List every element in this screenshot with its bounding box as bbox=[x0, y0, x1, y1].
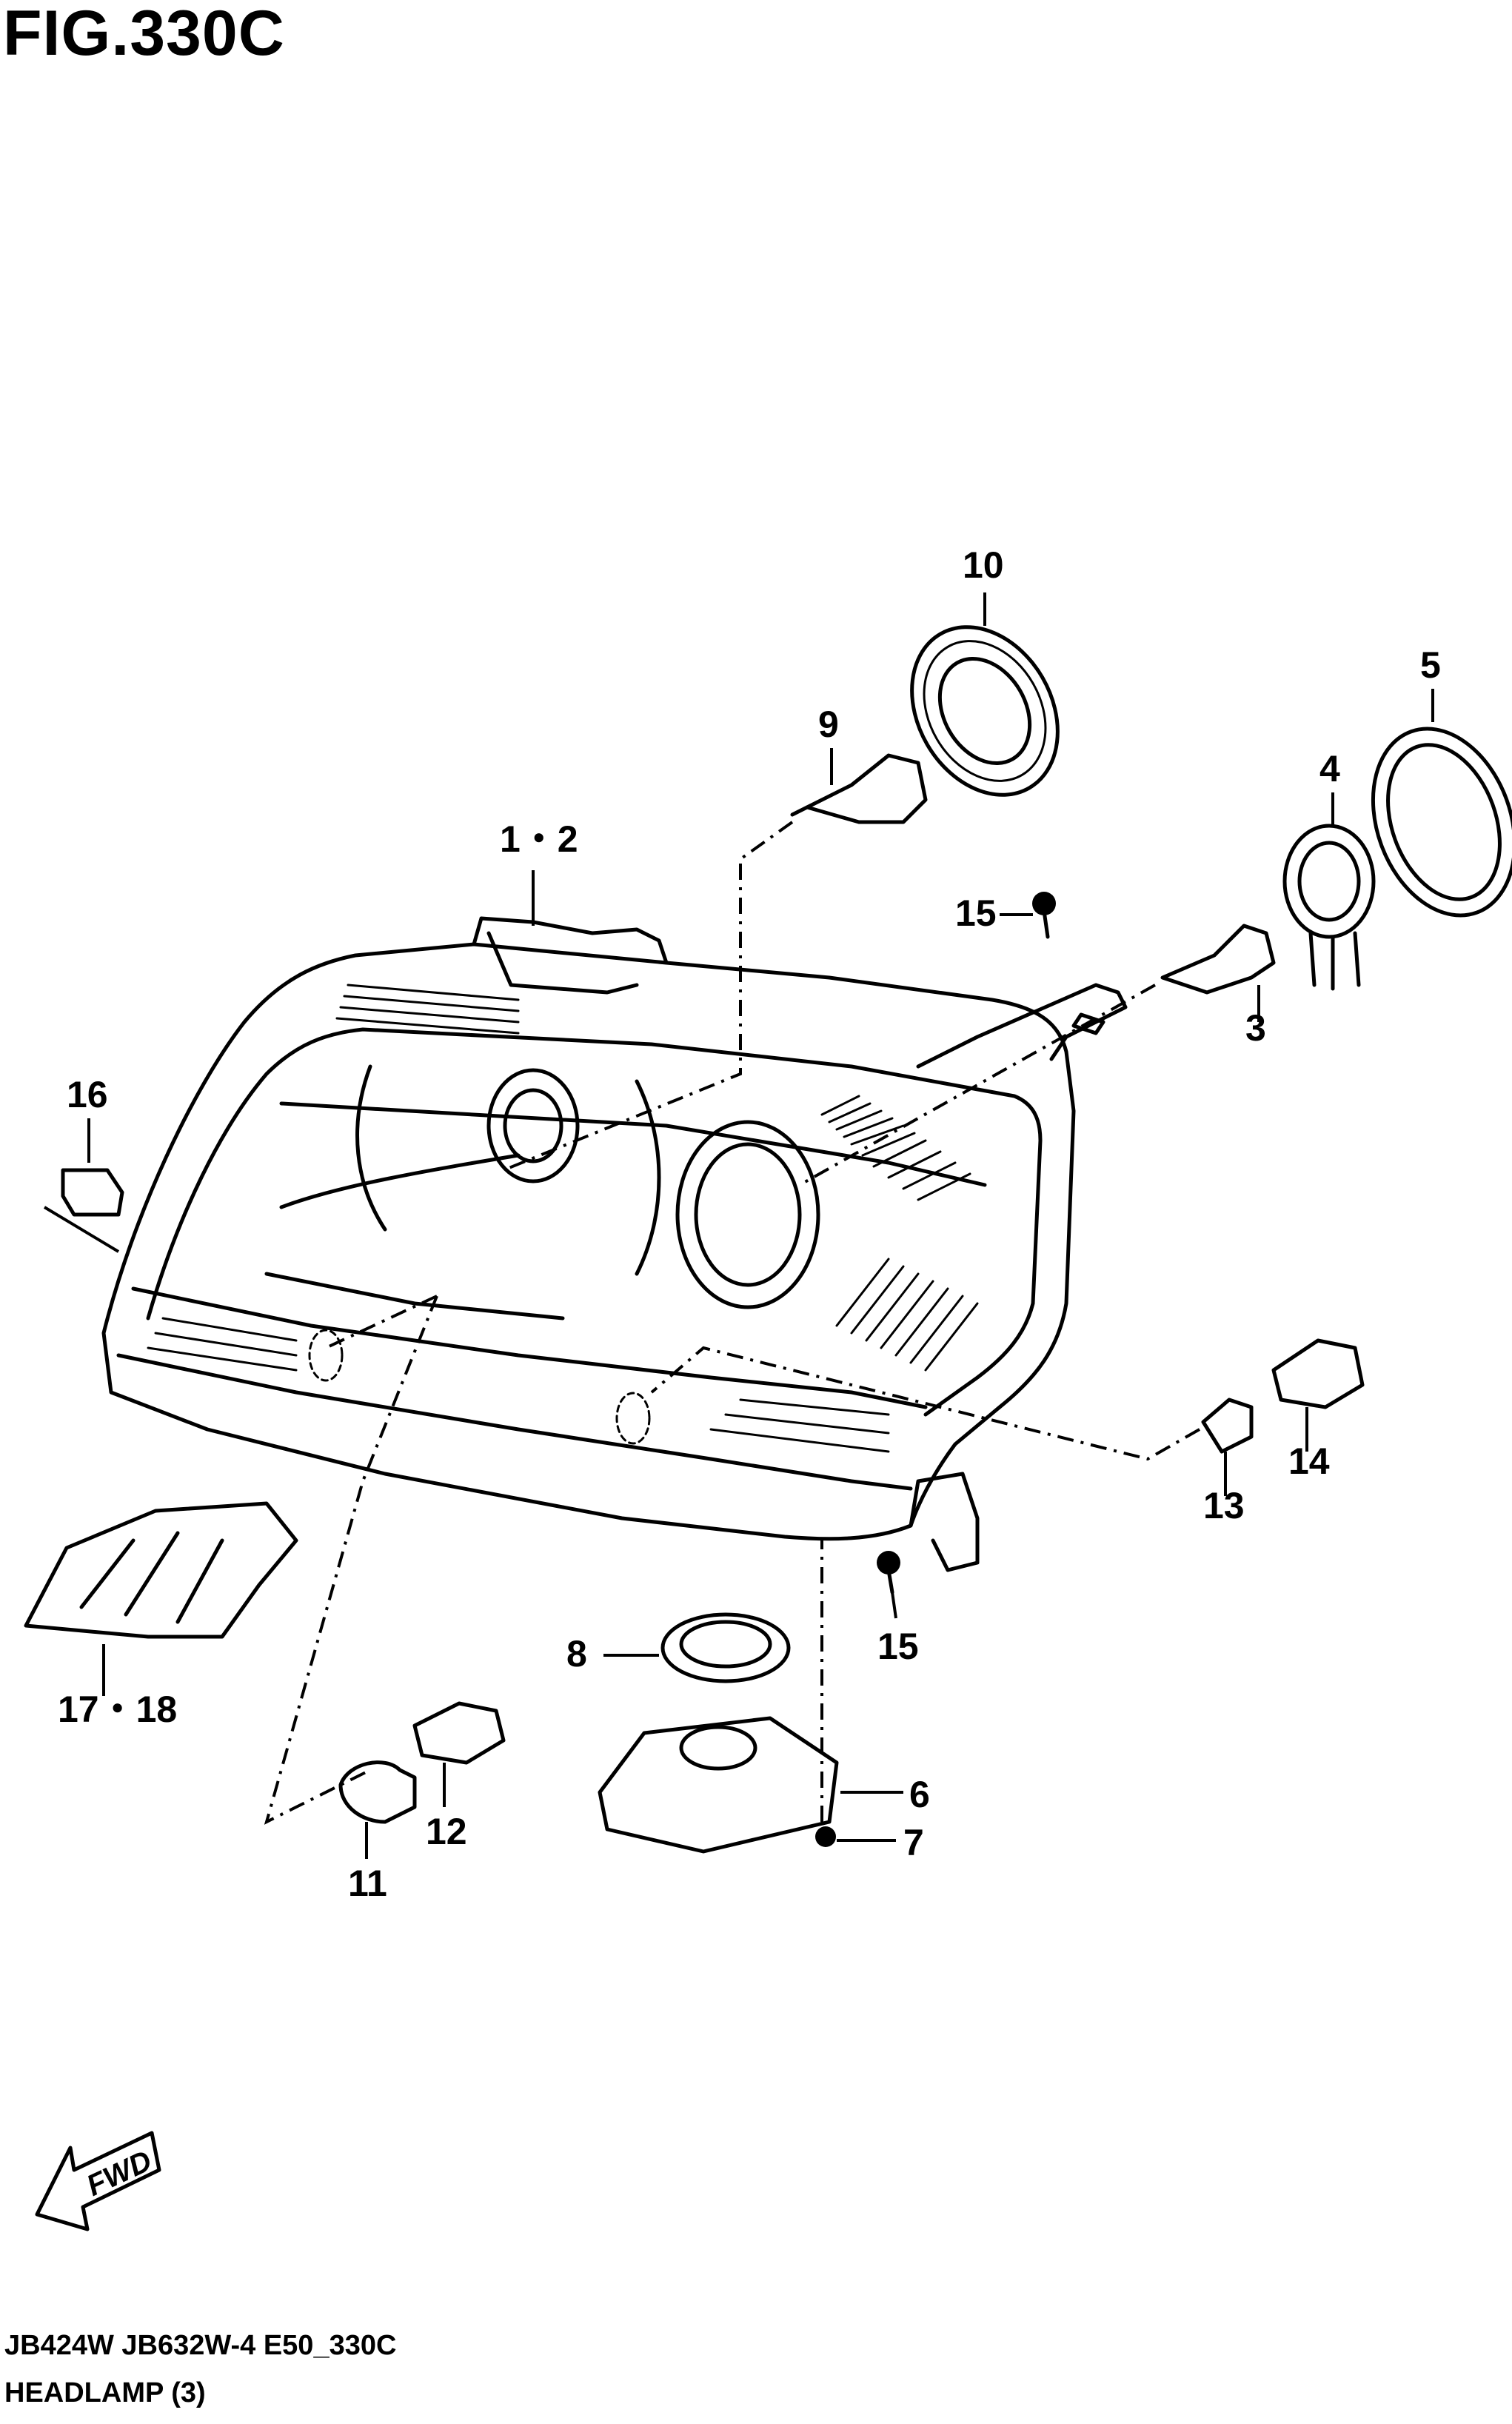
part-15-screw-top bbox=[1032, 892, 1056, 939]
callout-8: 8 bbox=[566, 1633, 587, 1675]
part-6-ballast bbox=[598, 1716, 839, 1854]
callout-14: 14 bbox=[1288, 1440, 1330, 1482]
part-8-gasket bbox=[660, 1612, 791, 1683]
callout-10: 10 bbox=[963, 544, 1004, 586]
callout-12: 12 bbox=[426, 1811, 467, 1852]
callout-7: 7 bbox=[903, 1822, 924, 1863]
callout-13: 13 bbox=[1203, 1485, 1245, 1526]
callout-11: 11 bbox=[348, 1863, 387, 1904]
part-9-bulb bbox=[790, 753, 928, 824]
part-10-seal bbox=[910, 625, 1060, 797]
callout-15-top: 15 bbox=[955, 892, 997, 934]
callout-4: 4 bbox=[1319, 748, 1340, 789]
part-14-socket bbox=[1271, 1338, 1365, 1409]
callout-9: 9 bbox=[818, 704, 839, 745]
callout-labels: 1・2 10 9 5 4 3 15 16 17・18 14 13 15 8 6 … bbox=[58, 544, 1441, 1904]
part-4-socket bbox=[1282, 824, 1376, 991]
leader-lines bbox=[43, 592, 1434, 1859]
callout-3: 3 bbox=[1245, 1007, 1266, 1049]
headlamp-housing bbox=[101, 916, 1128, 1572]
callout-5: 5 bbox=[1420, 644, 1441, 686]
part-3-bulb bbox=[1160, 924, 1276, 995]
part-11-bulb bbox=[338, 1760, 417, 1824]
figure-title: FIG.330C bbox=[3, 0, 285, 69]
part-17-18-cover bbox=[24, 1501, 298, 1639]
part-13-bulb bbox=[1201, 1398, 1254, 1454]
part-7-screw bbox=[815, 1826, 836, 1847]
assembly-lines bbox=[264, 821, 1200, 1825]
figure-name: HEADLAMP (3) bbox=[4, 2377, 206, 2408]
model-code: JB424W JB632W-4 E50_330C bbox=[4, 2330, 397, 2361]
callout-16: 16 bbox=[67, 1074, 108, 1115]
fwd-direction-arrow: FWD bbox=[35, 2131, 161, 2231]
part-15-screw-bottom bbox=[877, 1551, 900, 1595]
callout-6: 6 bbox=[909, 1774, 930, 1815]
part-16-clip bbox=[61, 1168, 124, 1217]
callout-1-2: 1・2 bbox=[500, 818, 578, 860]
part-5-ring bbox=[1371, 727, 1512, 918]
callout-15-bottom: 15 bbox=[877, 1626, 919, 1667]
part-12-socket bbox=[412, 1701, 506, 1765]
callout-17-18: 17・18 bbox=[58, 1689, 177, 1730]
fwd-label: FWD bbox=[81, 2144, 156, 2202]
